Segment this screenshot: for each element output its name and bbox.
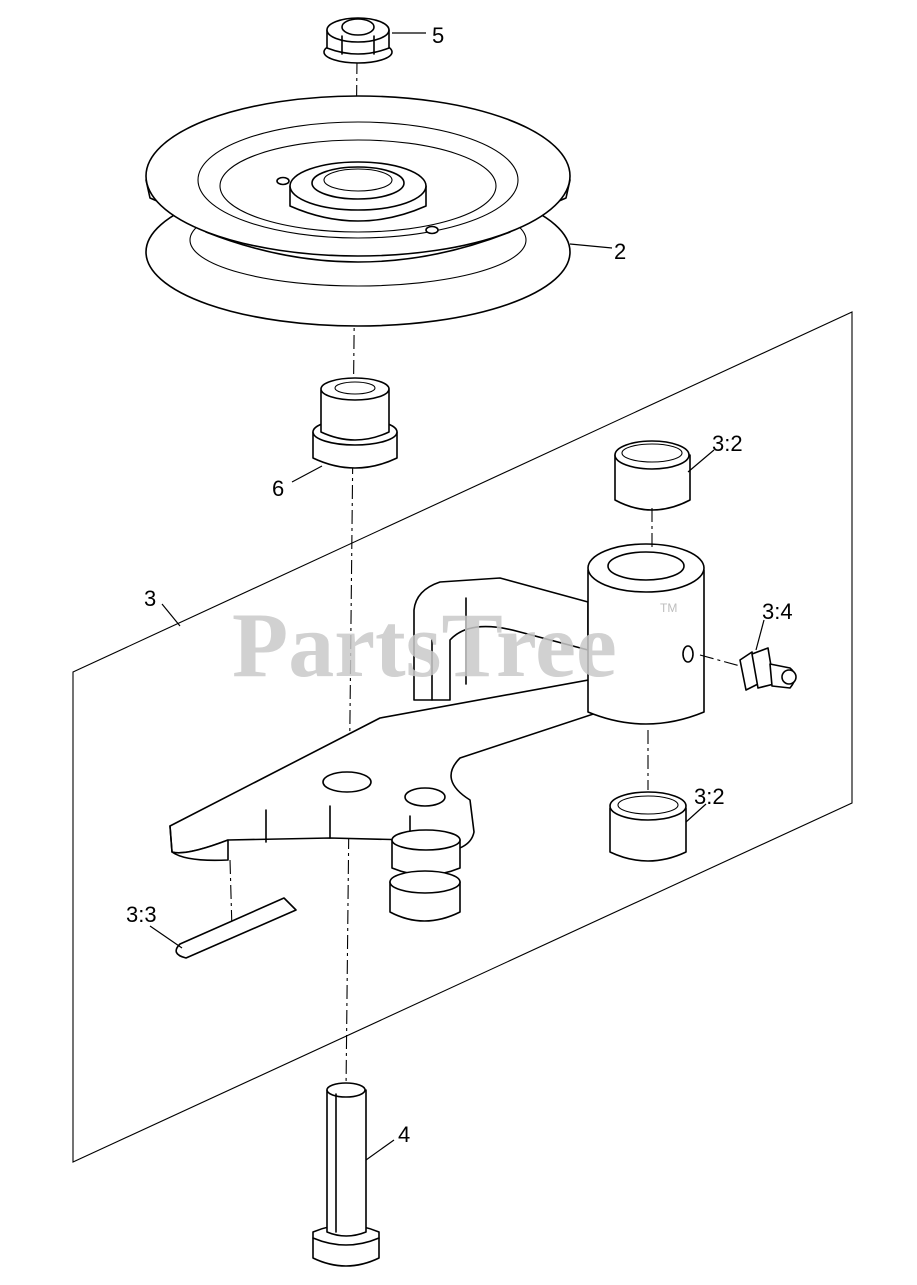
callout-4: 4 — [398, 1122, 410, 1147]
assembly-plane-outline — [72, 311, 853, 1163]
callout-3-4: 3:4 — [762, 599, 793, 624]
callout-3-2-bottom: 3:2 — [694, 784, 725, 809]
main-centerline — [345, 59, 358, 1091]
callout-3-3: 3:3 — [126, 902, 157, 927]
spacer-bushing-part-6[interactable] — [312, 377, 398, 469]
callout-6: 6 — [272, 476, 284, 501]
idler-pulley-part-2[interactable] — [145, 95, 571, 327]
leader-3 — [161, 603, 181, 627]
leader-2 — [569, 243, 613, 249]
idler-arm-part-3[interactable] — [169, 543, 705, 922]
grease-fitting-part-3-4[interactable] — [739, 647, 797, 691]
leader-3-4 — [755, 619, 765, 651]
callout-3: 3 — [144, 586, 156, 611]
bushing-part-3-2-bottom[interactable] — [609, 791, 687, 862]
leader-3-2-top — [687, 449, 715, 473]
grease-fitting-centerline — [699, 654, 741, 667]
shoulder-bolt-part-4[interactable] — [312, 1082, 380, 1267]
leader-3-2-bottom — [685, 803, 707, 823]
wear-strip-centerline — [229, 859, 233, 931]
leader-4 — [365, 1139, 395, 1161]
bushing-part-3-2-top[interactable] — [614, 440, 691, 511]
partstree-watermark: PartsTree — [232, 594, 617, 696]
wear-strip-part-3-3[interactable] — [175, 897, 297, 959]
leader-3-3 — [149, 925, 183, 949]
leader-6 — [291, 465, 323, 483]
callout-3-2-top: 3:2 — [712, 431, 743, 456]
flange-nut-part-5[interactable] — [323, 17, 393, 64]
callout-5: 5 — [432, 23, 444, 48]
watermark-trademark: TM — [660, 601, 677, 615]
callout-2: 2 — [614, 239, 626, 264]
